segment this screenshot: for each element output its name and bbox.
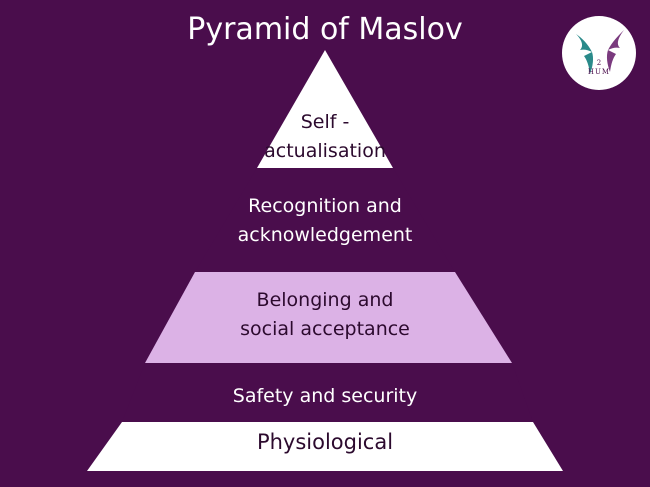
page-title: Pyramid of Maslov (187, 12, 463, 47)
hummingbird-logo-icon (576, 30, 624, 74)
level-label-belonging: Belonging and social acceptance (240, 289, 410, 340)
logo-text-top: 2 (596, 59, 602, 67)
level-label-self-actualisation: Self - actualisation (264, 111, 386, 162)
level-label-safety: Safety and security (232, 385, 418, 407)
level-label-physiological: Physiological (256, 430, 394, 454)
pyramid-level-recognition (195, 168, 455, 272)
brand-logo: 2 HUM (562, 16, 636, 90)
pyramid-level-self-actualisation (257, 50, 393, 168)
pyramid-level-physiological (87, 422, 563, 471)
pyramid-level-safety (122, 363, 533, 422)
level-label-recognition: Recognition and acknowledgement (237, 195, 413, 246)
logo-text-bottom: HUM (587, 68, 611, 76)
pyramid-level-belonging (145, 272, 512, 363)
